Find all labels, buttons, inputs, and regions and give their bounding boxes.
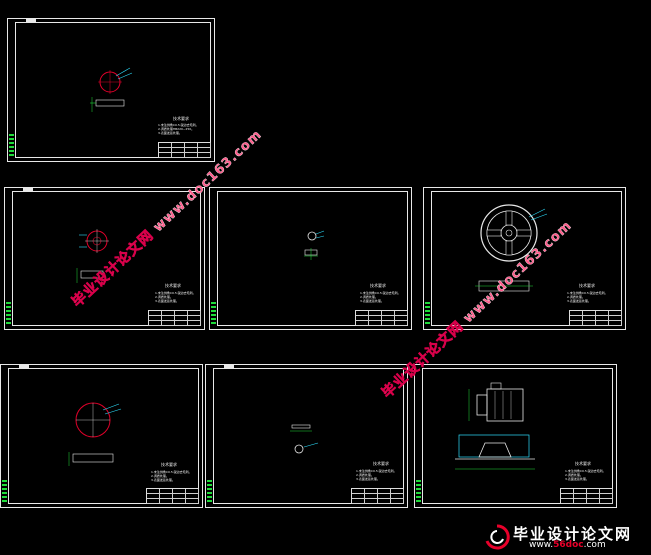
technical-notes: 1.未注倒角C0.5,锐边去毛刺。 2.调质处理。 3.表面发蓝处理。: [565, 469, 606, 481]
part-drawing: [304, 230, 325, 260]
sheet-border: [15, 22, 211, 158]
sheet-border: [213, 368, 404, 504]
notes-title: 技术要求: [370, 283, 386, 288]
sheet-border: [431, 191, 622, 326]
sheet-corner-tag: [26, 18, 36, 22]
sheet-edge-marks: [207, 480, 212, 504]
notes-title: 技术要求: [579, 283, 595, 288]
technical-notes: 1.未注倒角C0.5,锐边去毛刺。 2.调质处理。 3.表面发蓝处理。: [360, 291, 401, 303]
technical-notes: 1.未注倒角C0.5,锐边去毛刺。 2.调质处理。 3.表面发蓝处理。: [151, 470, 192, 482]
drawing-sheet-6: 技术要求 1.未注倒角C0.5,锐边去毛刺。 2.调质处理。 3.表面发蓝处理。: [205, 364, 408, 508]
technical-notes: 1.未注倒角C0.5,锐边去毛刺。 2.调质处理。 3.表面发蓝处理。: [155, 291, 196, 303]
sheet-corner-tag: [23, 187, 33, 191]
technical-notes: 1.未注倒角C0.5,锐边去毛刺。 2.调质处理HB220~250。 3.表面发…: [158, 123, 199, 135]
sheet-corner-tag: [224, 364, 234, 368]
part-drawing: [90, 67, 133, 112]
sheet-corner-tag: [19, 364, 29, 368]
notes-title: 技术要求: [161, 462, 177, 467]
title-block: [569, 310, 622, 326]
logo-url-prefix: www.: [529, 540, 554, 550]
sheet-edge-marks: [425, 302, 430, 326]
drawing-sheet-5: 技术要求 1.未注倒角C0.5,锐边去毛刺。 2.调质处理。 3.表面发蓝处理。: [0, 364, 203, 508]
sheet-border: [422, 368, 613, 504]
part-drawing: [76, 229, 109, 283]
title-block: [148, 310, 201, 326]
drawing-sheet-4: 技术要求 1.未注倒角C0.5,锐边去毛刺。 2.调质处理。 3.表面发蓝处理。: [423, 187, 626, 330]
notes-title: 技术要求: [373, 461, 389, 466]
logo-url-suffix: .com: [583, 540, 606, 550]
title-block: [158, 142, 211, 158]
sheet-border: [217, 191, 408, 326]
sheet-border: [12, 191, 201, 326]
title-block: [351, 488, 404, 504]
sheet-edge-marks: [211, 302, 216, 326]
logo-url-accent: 56doc: [553, 540, 584, 550]
part-drawing: [68, 402, 122, 466]
sheet-edge-marks: [9, 134, 14, 158]
title-block: [146, 488, 199, 504]
site-logo: 毕业设计论文网 www.56doc.com: [483, 523, 643, 551]
part-drawing: [290, 424, 319, 454]
logo-swirl-icon: [485, 524, 510, 550]
title-block: [560, 488, 613, 504]
drawing-sheet-3: 技术要求 1.未注倒角C0.5,锐边去毛刺。 2.调质处理。 3.表面发蓝处理。: [209, 187, 412, 330]
logo-url: www.56doc.com: [529, 540, 606, 550]
technical-notes: 1.未注倒角C0.5,锐边去毛刺。 2.调质处理。 3.表面发蓝处理。: [567, 291, 608, 303]
assembly-drawing: [455, 382, 535, 470]
logo-site-name: 毕业设计论文网: [513, 525, 633, 543]
notes-title: 技术要求: [173, 116, 189, 121]
sheet-edge-marks: [6, 302, 11, 326]
sheet-edge-marks: [2, 480, 7, 504]
drawing-sheet-2: 技术要求 1.未注倒角C0.5,锐边去毛刺。 2.调质处理。 3.表面发蓝处理。: [4, 187, 205, 330]
drawing-sheet-1: 技术要求 1.未注倒角C0.5,锐边去毛刺。 2.调质处理HB220~250。 …: [7, 18, 215, 162]
part-drawing: [475, 204, 548, 292]
notes-title: 技术要求: [575, 461, 591, 466]
notes-title: 技术要求: [165, 283, 181, 288]
technical-notes: 1.未注倒角C0.5,锐边去毛刺。 2.调质处理。 3.表面发蓝处理。: [356, 469, 397, 481]
title-block: [355, 310, 408, 326]
sheet-edge-marks: [416, 480, 421, 504]
sheet-border: [8, 368, 199, 504]
drawing-sheet-7: 技术要求 1.未注倒角C0.5,锐边去毛刺。 2.调质处理。 3.表面发蓝处理。: [414, 364, 617, 508]
